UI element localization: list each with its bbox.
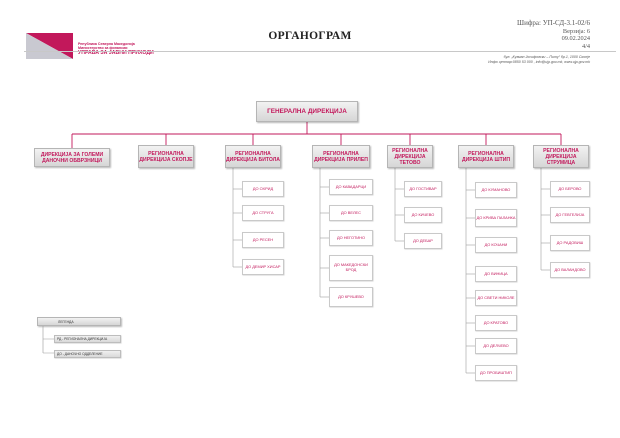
tax-unit-node: ДО ГЕВГЕЛИЈА — [550, 207, 590, 223]
regional-directorate-node: РЕГИОНАЛНА ДИРЕКЦИЈА ШТИП — [458, 145, 514, 168]
header-divider — [24, 51, 616, 52]
document-meta: Шифра: УП-СД-3.1-02/6 Верзија: 6 09.02.2… — [517, 19, 590, 50]
legend-connectors — [42, 326, 54, 354]
contact: Инфо центар:0850 53 000 , info@ujp.gov.m… — [488, 60, 590, 65]
tax-unit-node: ДО ДЕЛЧЕВО — [475, 338, 517, 354]
tax-unit-node: ДО ВИНИЦА — [475, 266, 517, 282]
tax-unit-node: ДО ГОСТИВАР — [404, 181, 442, 197]
page-number: 4/4 — [581, 42, 590, 50]
document-code: Шифра: УП-СД-3.1-02/6 — [517, 19, 590, 27]
org-line-3: УПРАВА ЗА ЈАВНИ ПРИХОДИ — [78, 49, 154, 56]
org-name: Република Северна Македонија Министерств… — [78, 42, 154, 55]
legend-item-do: ДО - ДАНОЧНО ОДДЕЛЕНИЕ — [54, 350, 121, 358]
document-version: Верзија: 6 — [562, 27, 590, 35]
tax-unit-node: ДО КИЧЕВО — [404, 207, 442, 223]
tax-unit-node: ДО СТРУГА — [242, 205, 284, 221]
tax-unit-node: ДО ОХРИД — [242, 181, 284, 197]
regional-directorate-node: РЕГИОНАЛНА ДИРЕКЦИЈА БИТОЛА — [225, 145, 281, 168]
org-line-2: Министерство за финансии — [78, 46, 128, 51]
org-line-1: Република Северна Македонија — [78, 42, 135, 46]
tax-unit-node: ДО ВЕЛЕС — [329, 205, 373, 221]
tax-unit-node: ДО КРАТОВО — [475, 315, 517, 331]
general-directorate-node: ГЕНЕРАЛНА ДИРЕКЦИЈА — [256, 101, 358, 122]
tax-unit-node: ДО ПРОБИШТИП — [475, 365, 517, 381]
tax-unit-node: ДО РАДОВИШ — [550, 235, 590, 251]
tax-unit-node: ДО МАКЕДОНСКИ БРОД — [329, 255, 373, 281]
address: бул. „Кузман Јосифовски – Питу“ бр.1, 10… — [503, 55, 590, 59]
regional-directorate-node: РЕГИОНАЛНА ДИРЕКЦИЈА СТРУМИЦА — [533, 145, 589, 168]
logo — [26, 33, 73, 59]
tax-unit-node: ДО БЕРОВО — [550, 181, 590, 197]
regional-directorate-node: РЕГИОНАЛНА ДИРЕКЦИЈА ТЕТОВО — [387, 145, 433, 168]
tax-unit-node: ДО НЕГОТИНО — [329, 230, 373, 246]
tax-unit-node: ДО КОЧАНИ — [475, 237, 517, 253]
page-title: ОРГАНОГРАМ — [268, 30, 352, 42]
tax-unit-node: ДО КАВАДАРЦИ — [329, 179, 373, 195]
document-date: 09.02.2024 — [561, 35, 590, 43]
tax-unit-node: ДО КРИВА ПАЛАНКА — [475, 209, 517, 227]
tax-unit-node: ДО КУМАНОВО — [475, 182, 517, 198]
tax-unit-node: ДО КРУШЕВО — [329, 287, 373, 307]
tax-unit-node: ДО ДЕМИР ХИСАР — [242, 259, 284, 275]
legend-title: ЛЕГЕНДА — [37, 317, 121, 326]
regional-directorate-node: РЕГИОНАЛНА ДИРЕКЦИЈА СКОПЈЕ — [138, 145, 194, 168]
tax-unit-node: ДО ВАЛАНДОВО — [550, 262, 590, 278]
legend-item-rd: РД - РЕГИОНАЛНА ДИРЕКЦИЈА — [54, 335, 121, 343]
address-block: бул. „Кузман Јосифовски – Питу“ бр.1, 10… — [488, 55, 590, 65]
regional-directorate-node: РЕГИОНАЛНА ДИРЕКЦИЈА ПРИЛЕП — [312, 145, 370, 168]
tax-unit-node: ДО РЕСЕН — [242, 232, 284, 248]
tax-unit-node: ДО СВЕТИ НИКОЛЕ — [475, 290, 517, 306]
large-taxpayers-directorate-node: ДИРЕКЦИЈА ЗА ГОЛЕМИ ДАНОЧНИ ОБВРЗНИЦИ — [34, 148, 110, 167]
tax-unit-node: ДО ДЕБАР — [404, 233, 442, 249]
